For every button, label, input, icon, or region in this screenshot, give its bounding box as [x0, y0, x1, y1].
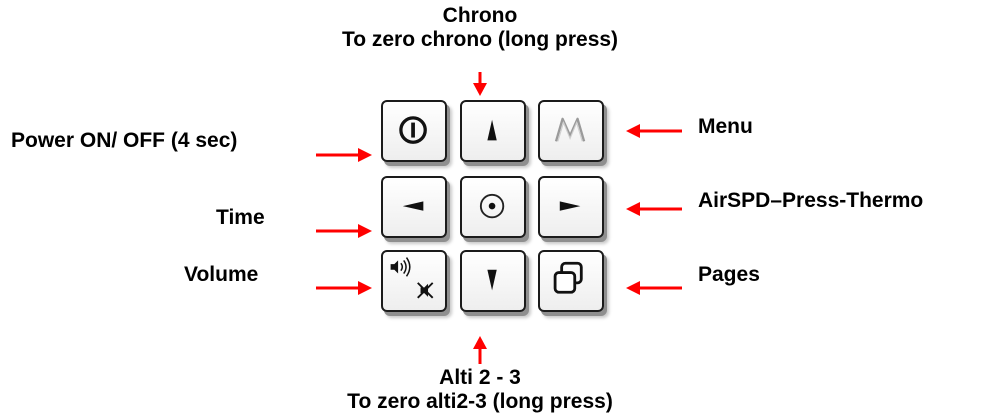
- menu-m-icon: [554, 117, 586, 142]
- alti-title: Alti 2 - 3: [439, 366, 521, 389]
- left-button[interactable]: [381, 176, 447, 238]
- right-button[interactable]: [538, 176, 604, 238]
- pages-arrow: [626, 281, 682, 295]
- volume-arrow: [316, 281, 372, 295]
- center-circle-icon: [479, 193, 505, 219]
- right-triangle-icon: [559, 201, 581, 211]
- chrono-arrow: [473, 72, 487, 96]
- power-label: Power ON/ OFF (4 sec): [11, 129, 238, 152]
- down-button[interactable]: [460, 250, 526, 312]
- pages-icon: [553, 261, 583, 294]
- center-button[interactable]: [460, 176, 526, 238]
- volume-button[interactable]: [381, 250, 447, 312]
- up-button[interactable]: [460, 100, 526, 162]
- pages-label: Pages: [698, 263, 760, 286]
- chrono-subtitle: To zero chrono (long press): [341, 28, 619, 51]
- volume-mute-icon: [390, 257, 434, 299]
- alti-subtitle: To zero alti2-3 (long press): [347, 390, 613, 413]
- left-triangle-icon: [402, 201, 424, 211]
- alti-label: Alti 2 - 3 To zero alti2-3 (long press): [260, 366, 700, 414]
- airspd-label: AirSPD–Press-Thermo: [698, 189, 924, 212]
- chrono-title: Chrono: [442, 4, 518, 27]
- airspd-arrow: [626, 202, 682, 216]
- menu-label: Menu: [698, 115, 753, 138]
- volume-label: Volume: [184, 263, 259, 286]
- chrono-label: Chrono To zero chrono (long press): [260, 4, 700, 52]
- menu-arrow: [626, 124, 682, 138]
- power-icon: [399, 116, 427, 144]
- up-triangle-icon: [487, 119, 497, 141]
- down-triangle-icon: [487, 269, 497, 291]
- alti-arrow: [473, 336, 487, 364]
- power-arrow: [316, 148, 372, 162]
- menu-button[interactable]: [538, 100, 604, 162]
- time-arrow: [316, 224, 372, 238]
- power-button[interactable]: [381, 100, 447, 162]
- pages-button[interactable]: [538, 250, 604, 312]
- time-label: Time: [216, 206, 265, 229]
